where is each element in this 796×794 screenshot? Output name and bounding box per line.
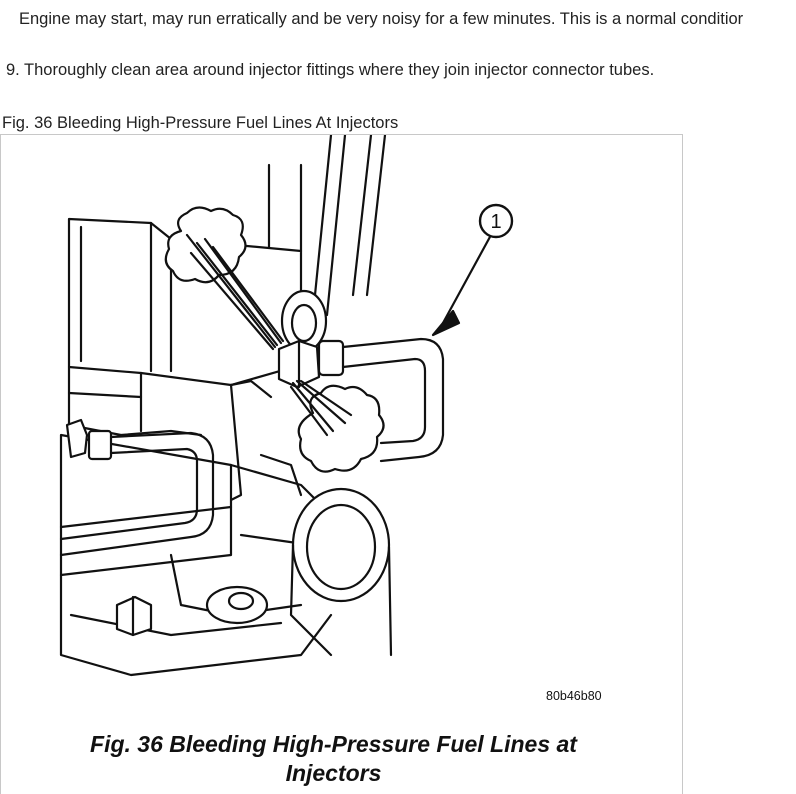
callout-number: 1 xyxy=(490,211,501,233)
figure-frame: 1 80b46b80 Fig. 36 Bleeding High-Pressur… xyxy=(0,134,683,794)
right-fuel-tube xyxy=(341,337,445,463)
drawing-code: 80b46b80 xyxy=(546,689,602,703)
fuel-spray-upper xyxy=(164,206,285,351)
bolts xyxy=(115,585,269,637)
callout-1: 1 xyxy=(478,203,514,239)
callout-arrow xyxy=(431,233,493,337)
fuel-spray-lower xyxy=(289,379,385,473)
figure-title: Fig. 36 Bleeding High-Pressure Fuel Line… xyxy=(90,731,577,786)
lower-engine xyxy=(59,433,333,677)
injector-fitting xyxy=(277,289,345,389)
port-boss xyxy=(289,487,393,657)
note-text: Engine may start, may run erratically an… xyxy=(19,10,744,28)
engine-fuel-line-drawing: 1 xyxy=(59,135,514,677)
left-fuel-tube xyxy=(59,418,215,557)
figure-caption: Fig. 36 Bleeding High-Pressure Fuel Line… xyxy=(2,114,399,132)
vertical-rails xyxy=(311,135,387,317)
step-9-text: 9. Thoroughly clean area around injector… xyxy=(6,61,655,79)
